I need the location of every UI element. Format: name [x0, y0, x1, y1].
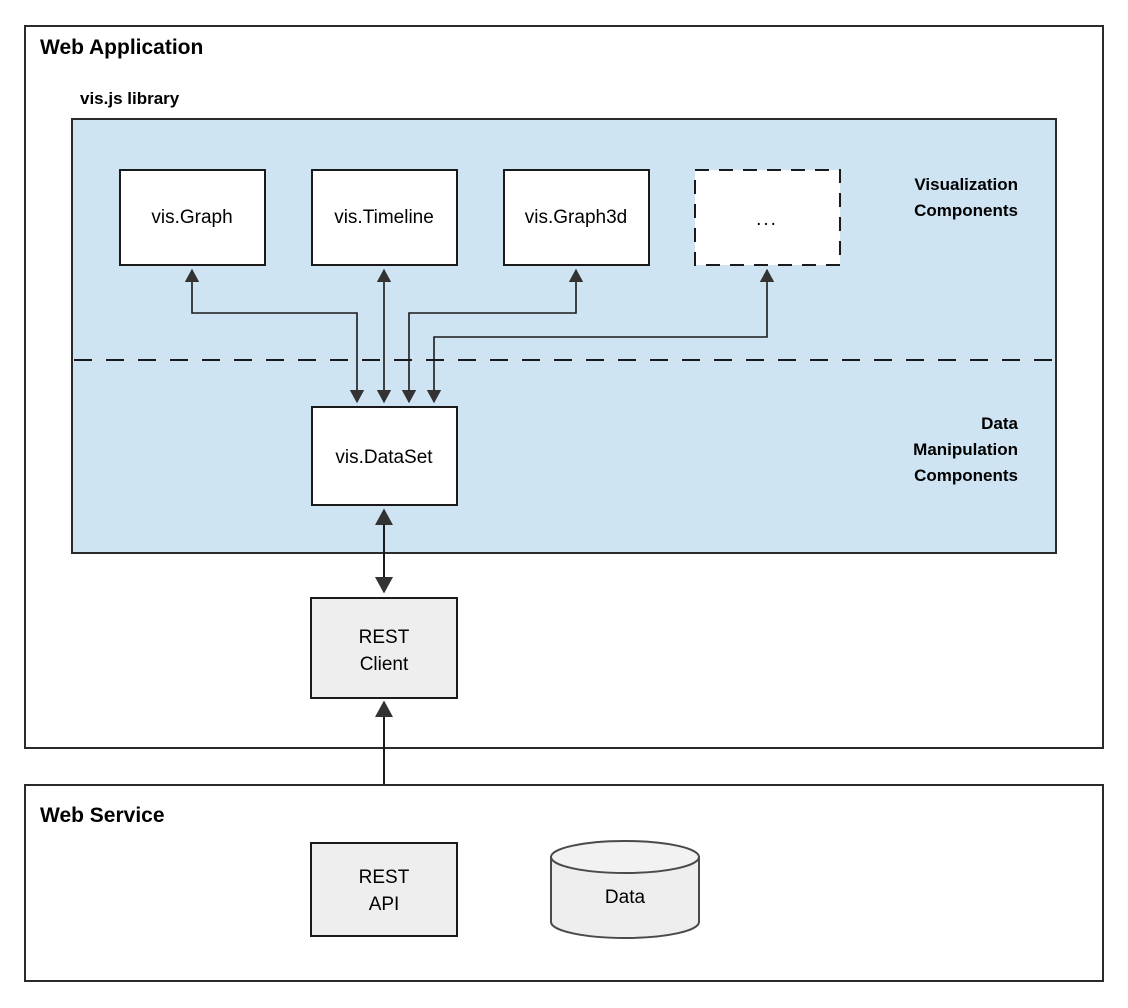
node-more-components[interactable]	[694, 169, 841, 266]
section-label-visualization-line2: Components	[914, 201, 1018, 220]
node-vis-timeline-label: vis.Timeline	[334, 207, 434, 228]
node-vis-dataset-label: vis.DataSet	[335, 447, 433, 468]
node-vis-graph3d-label: vis.Graph3d	[525, 207, 627, 228]
frame-web-service-title: Web Service	[40, 804, 165, 827]
node-rest-client-label-line1: REST	[359, 627, 410, 648]
node-vis-dataset[interactable]	[311, 406, 458, 506]
section-label-data-line2: Manipulation	[913, 440, 1018, 459]
node-rest-api-label-line1: REST	[359, 867, 410, 888]
node-data-store-label: Data	[605, 887, 646, 908]
link-dataset-to-vis-graph	[184, 268, 365, 404]
node-rest-api-label-line2: API	[369, 894, 400, 915]
link-dataset-to-more-components	[426, 268, 775, 404]
section-label-visualization-line1: Visualization	[914, 175, 1018, 194]
frame-web-application-title: Web Application	[40, 36, 203, 59]
node-vis-graph3d[interactable]	[503, 169, 650, 266]
node-vis-graph[interactable]	[119, 169, 266, 266]
section-label-data-line3: Components	[914, 466, 1018, 485]
library-panel-title: vis.js library	[80, 89, 180, 108]
node-rest-api[interactable]	[310, 842, 458, 937]
node-rest-client-label-line2: Client	[360, 654, 409, 675]
node-more-components-label: ...	[756, 209, 778, 230]
node-data-store[interactable]	[550, 840, 700, 939]
section-label-data-line1: Data	[981, 414, 1018, 433]
node-rest-client[interactable]	[310, 597, 458, 699]
node-vis-timeline[interactable]	[311, 169, 458, 266]
node-vis-graph-label: vis.Graph	[151, 207, 232, 228]
